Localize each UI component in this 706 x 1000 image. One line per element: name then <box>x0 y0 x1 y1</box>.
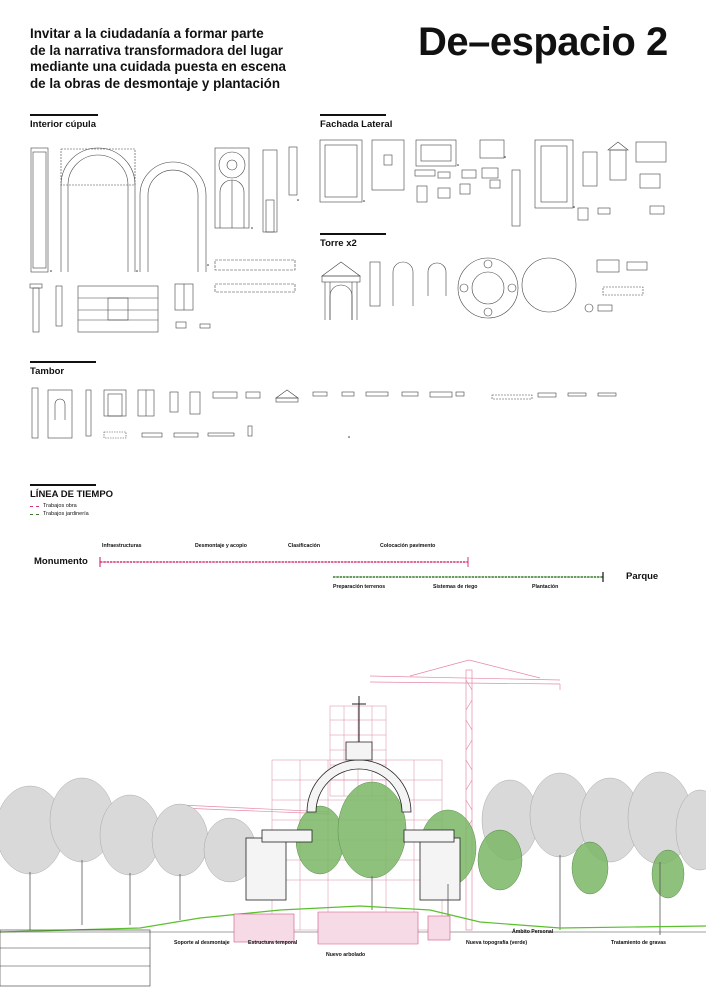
legend-swatch-obra <box>30 505 39 507</box>
interior-cupula-pieces <box>29 146 298 333</box>
timeline-title: LÍNEA DE TIEMPO <box>30 489 114 500</box>
intro-line: Invitar a la ciudadanía a formar parte <box>30 26 264 41</box>
section-rule <box>320 233 386 235</box>
phase-label-obra: Clasificación <box>288 543 321 549</box>
tambor-pieces <box>31 387 617 439</box>
timeline-start-label: Monumento <box>34 556 88 567</box>
section-label: Soporte al desmontaje <box>174 940 230 946</box>
legend-label-obra: Trabajos obra <box>43 503 77 509</box>
section-label: Tratamiento de gravas <box>611 940 667 946</box>
piece-tags <box>50 156 575 438</box>
legend-item-obra: Trabajos obra <box>30 503 77 509</box>
section-rule <box>30 361 96 363</box>
phase-label-obra: Desmontaje y acopio <box>195 543 247 549</box>
phase-label-jardineria: Plantación <box>532 584 559 590</box>
construction-cranes <box>179 659 561 931</box>
phase-label-jardineria: Preparación terrenos <box>333 584 386 590</box>
section-rule <box>320 114 386 116</box>
legend-label-jardineria: Trabajos jardinería <box>43 511 89 517</box>
intro-line: mediante una cuidada puesta en escena <box>30 59 286 75</box>
intro-text: Invitar a la ciudadanía a formar parte d… <box>30 26 330 92</box>
legend-swatch-jardineria <box>30 513 39 515</box>
intro-line: de la narrativa transformadora del lugar <box>30 42 284 58</box>
timeline-end-label: Parque <box>626 571 659 582</box>
section-label: Nuevo arbolado <box>326 952 366 958</box>
torre-pieces <box>321 257 648 320</box>
support-building <box>0 929 151 987</box>
section-rule <box>30 114 98 116</box>
section-rule <box>30 484 96 486</box>
phase-label-obra: Colocación pavimento <box>380 543 436 549</box>
section-title-interior-cupula: Interior cúpula <box>30 119 96 130</box>
legend-item-jardineria: Trabajos jardinería <box>30 511 89 517</box>
phase-label-jardineria: Sistemas de riego <box>433 584 478 590</box>
monument-arch <box>245 696 461 901</box>
section-title-fachada-lateral: Fachada Lateral <box>320 119 393 130</box>
background-trees <box>0 771 706 883</box>
section-label: Estructura temporal <box>248 940 298 946</box>
section-label: Nueva topografía (verde) <box>466 940 528 946</box>
tree-trunks <box>29 855 661 935</box>
underground-structures <box>233 911 451 945</box>
section-label: Ámbito Personal <box>512 929 554 935</box>
page-title: De–espacio 2 <box>418 20 668 64</box>
phase-label-obra: Infraestructuras <box>102 543 142 549</box>
section-title-torre: Torre x2 <box>320 238 357 249</box>
new-topography-line <box>0 905 706 933</box>
section-title-tambor: Tambor <box>30 366 65 377</box>
intro-line: de la obras de desmontaje y plantación <box>30 75 281 91</box>
fachada-lateral-pieces <box>319 139 667 227</box>
